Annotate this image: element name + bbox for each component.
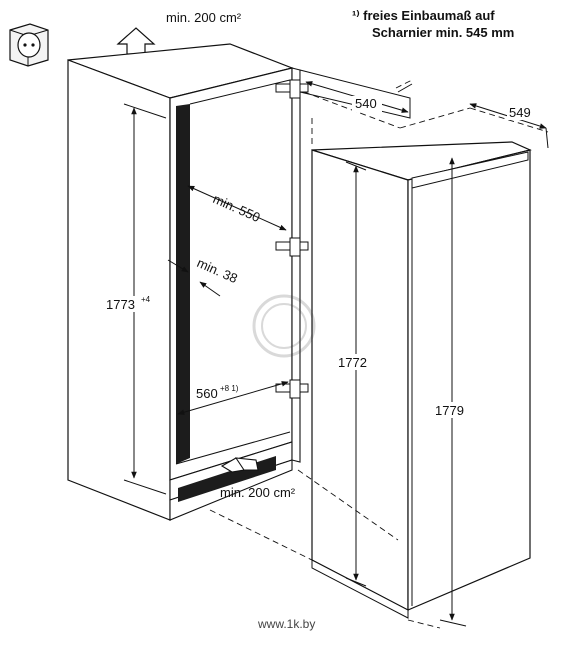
- hinge-middle-icon: [275, 237, 309, 257]
- dimension-549: 549: [469, 103, 549, 149]
- footnote-line-2: Scharnier min. 545 mm: [372, 25, 514, 40]
- dimension-1772: 1772: [335, 161, 375, 587]
- cabinet: [67, 43, 294, 521]
- watermark-logo: [252, 294, 316, 358]
- footnote-line-1: ¹⁾ freies Einbaumaß auf: [352, 8, 495, 23]
- dim-560-sup: +8 1): [220, 384, 239, 393]
- dim-1773-label: 1773: [106, 297, 135, 312]
- dimension-1773: 1773 +4: [104, 103, 167, 495]
- dim-560-label: 560: [196, 386, 218, 401]
- power-socket-icon: [9, 23, 49, 67]
- top-vent-label: min. 200 cm²: [166, 10, 242, 25]
- dim-549-label: 549: [509, 105, 531, 120]
- bottom-vent-label: min. 200 cm²: [220, 485, 296, 500]
- dimension-560: 560 +8 1): [177, 381, 289, 415]
- dim-1772-label: 1772: [338, 355, 367, 370]
- dimension-540: 540: [305, 81, 413, 113]
- appliance: [311, 141, 532, 619]
- up-arrow-icon: [116, 27, 156, 55]
- cavity-wall: [176, 104, 190, 464]
- watermark-text: www.1k.by: [257, 617, 315, 631]
- airflow-arrow-icon: [220, 457, 259, 473]
- dim-540-label: 540: [355, 96, 377, 111]
- dim-1779-label: 1779: [435, 403, 464, 418]
- dimension-1779: 1779: [432, 157, 472, 627]
- dim-1773-sup: +4: [141, 295, 151, 304]
